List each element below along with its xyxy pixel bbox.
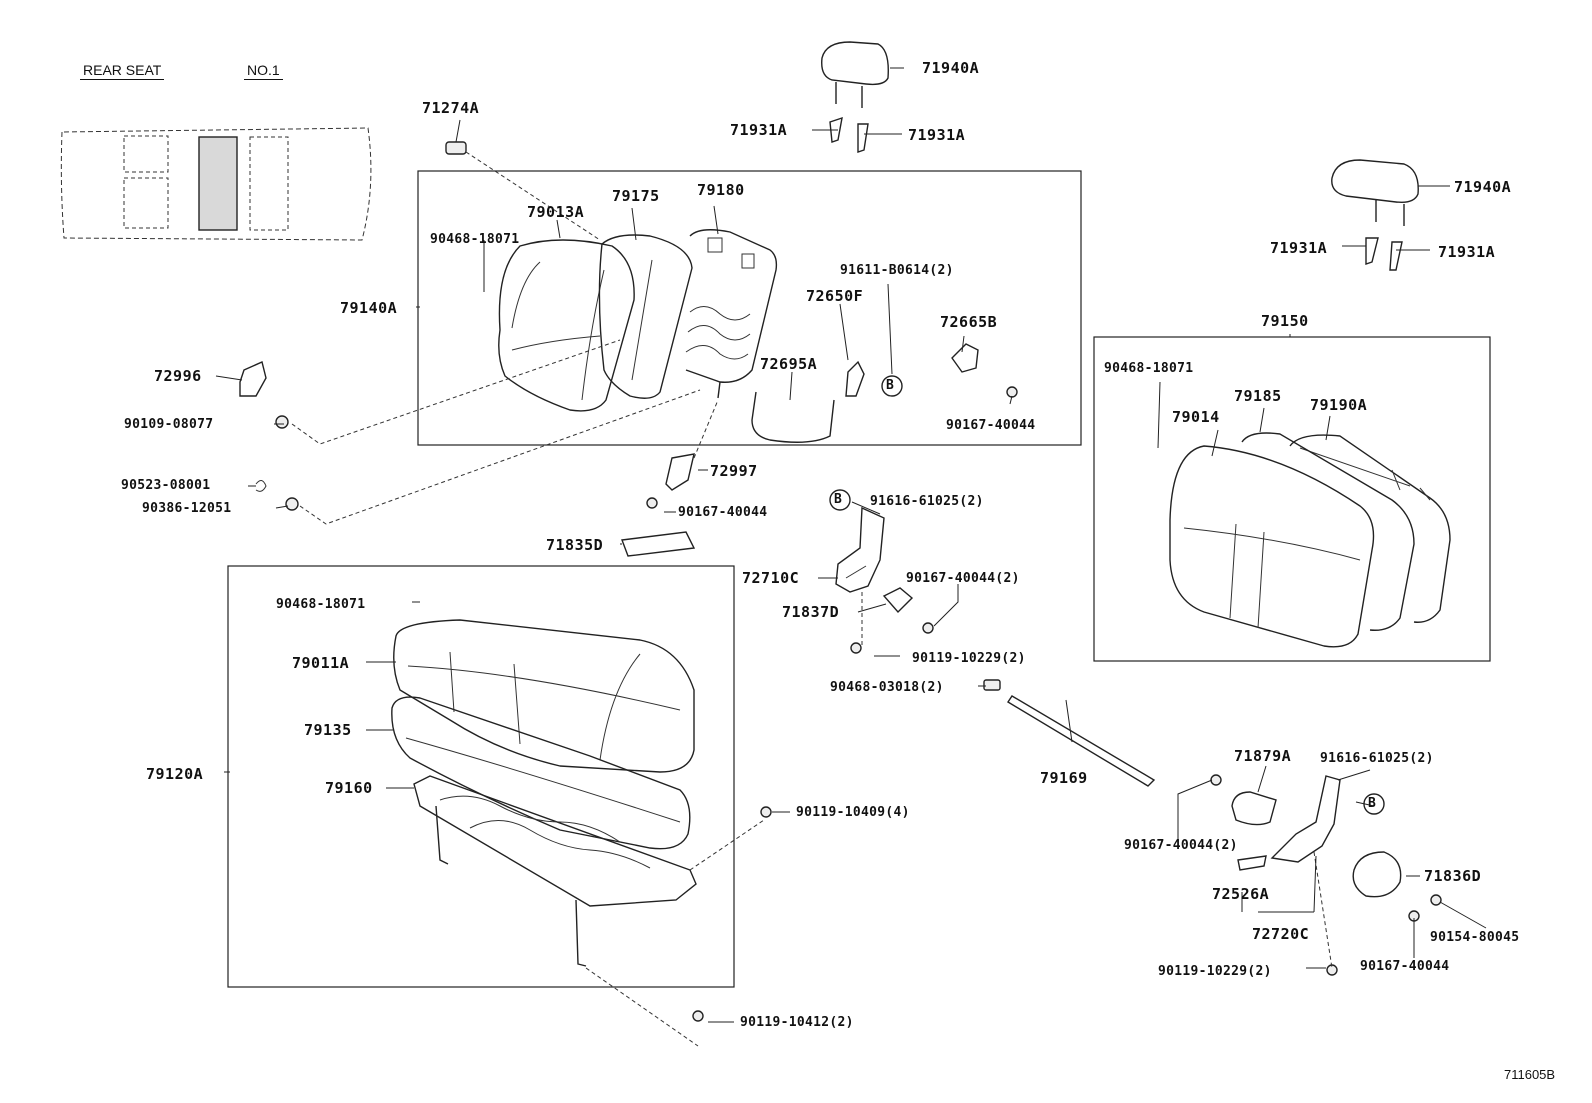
clip-90468-03018 bbox=[983, 679, 1001, 691]
part-label: 79013A bbox=[527, 203, 585, 221]
part-label: 90386-12051 bbox=[142, 501, 232, 516]
b-marker-text: B bbox=[886, 378, 895, 393]
bracket-71837d bbox=[882, 587, 914, 614]
part-label: 90468-18071 bbox=[276, 597, 366, 612]
part-label: 79180 bbox=[697, 181, 745, 199]
cable-72695a bbox=[751, 391, 835, 443]
bolt-icon bbox=[760, 806, 772, 818]
cover-72997 bbox=[665, 453, 695, 491]
header-no1: NO.1 bbox=[244, 62, 283, 80]
part-label: 91616-61025(2) bbox=[870, 494, 984, 509]
illustration-code: 711605B bbox=[1504, 1067, 1556, 1082]
bolt-icon bbox=[850, 642, 862, 654]
part-label: 90119-10412(2) bbox=[740, 1015, 854, 1030]
b-marker-text: B bbox=[1368, 796, 1377, 811]
latch-72665b bbox=[951, 343, 979, 373]
part-label: 72695A bbox=[760, 355, 818, 373]
bracket-72650f bbox=[845, 360, 865, 397]
bolt-icon bbox=[1430, 894, 1442, 906]
part-label: 90119-10409(4) bbox=[796, 805, 910, 820]
bracket-72996 bbox=[239, 361, 267, 397]
part-label: 90523-08001 bbox=[121, 478, 211, 493]
seatback-cover-79013a bbox=[498, 239, 635, 412]
circle-b-marker bbox=[1363, 793, 1385, 815]
part-label: 71940A bbox=[922, 59, 980, 77]
part-label: 91616-61025(2) bbox=[1320, 751, 1434, 766]
part-label: 79185 bbox=[1234, 387, 1282, 405]
part-label: 91611-B0614(2) bbox=[840, 263, 954, 278]
part-label: 71837D bbox=[782, 603, 840, 621]
part-label: 79011A bbox=[292, 654, 350, 672]
part-label: 72710C bbox=[742, 569, 800, 587]
part-label: 79150 bbox=[1261, 312, 1309, 330]
header-rear-seat: REAR SEAT bbox=[80, 62, 165, 80]
part-label: 90167-40044 bbox=[946, 418, 1036, 433]
part-label: 90167-40044(2) bbox=[1124, 838, 1238, 853]
part-label: 79014 bbox=[1172, 408, 1220, 426]
cover-71835d bbox=[621, 531, 696, 557]
part-label: 71931A bbox=[1270, 239, 1328, 257]
part-label: 79140A bbox=[340, 299, 398, 317]
part-label: 79160 bbox=[325, 779, 373, 797]
headrest-71940a-upper bbox=[821, 41, 889, 153]
part-label: 72665B bbox=[940, 313, 998, 331]
seatback-frame-79180 bbox=[685, 229, 778, 399]
part-label: 72997 bbox=[710, 462, 758, 480]
seat-locator-map bbox=[60, 127, 372, 241]
part-label: 90468-03018(2) bbox=[830, 680, 944, 695]
part-label: 71931A bbox=[1438, 243, 1496, 261]
part-label: 71931A bbox=[908, 126, 966, 144]
part-label: 71940A bbox=[1454, 178, 1512, 196]
screw-icon bbox=[646, 497, 658, 509]
part-label: 90167-40044(2) bbox=[906, 571, 1020, 586]
screw-icon bbox=[1210, 774, 1222, 786]
part-label: 79120A bbox=[146, 765, 204, 783]
box-79140a bbox=[417, 170, 1082, 446]
part-label: 72526A bbox=[1212, 885, 1270, 903]
box-79120a bbox=[227, 565, 735, 988]
seatback-pad-79175 bbox=[598, 234, 693, 399]
bolt-icon bbox=[275, 415, 289, 429]
part-label: 90167-40044 bbox=[678, 505, 768, 520]
part-label: 90119-10229(2) bbox=[1158, 964, 1272, 979]
part-label: 79190A bbox=[1310, 396, 1368, 414]
clip-icon bbox=[255, 480, 267, 492]
part-label: 71836D bbox=[1424, 867, 1482, 885]
part-label: 71274A bbox=[422, 99, 480, 117]
part-label: 71835D bbox=[546, 536, 604, 554]
screw-icon bbox=[922, 622, 934, 634]
bolt-icon bbox=[1006, 386, 1018, 398]
part-label: 90154-80045 bbox=[1430, 930, 1520, 945]
seat-cushion-assembly bbox=[391, 619, 772, 1047]
b-marker-text: B bbox=[834, 492, 843, 507]
part-label: 71931A bbox=[730, 121, 788, 139]
part-label: 72650F bbox=[806, 287, 864, 305]
seatback-79150-assembly bbox=[1169, 432, 1451, 648]
part-label: 90468-18071 bbox=[430, 232, 520, 247]
headrest-71940a-right bbox=[1331, 159, 1419, 271]
part-label: 79135 bbox=[304, 721, 352, 739]
part-label: 90468-18071 bbox=[1104, 361, 1194, 376]
part-label: 72996 bbox=[154, 367, 202, 385]
clip-71274a bbox=[445, 141, 467, 155]
circle-b-marker bbox=[829, 489, 851, 511]
hinge-72720c bbox=[1210, 774, 1442, 976]
nut-icon bbox=[285, 497, 299, 511]
part-label: 90167-40044 bbox=[1360, 959, 1450, 974]
part-label: 90109-08077 bbox=[124, 417, 214, 432]
part-label: 79175 bbox=[612, 187, 660, 205]
part-label: 71879A bbox=[1234, 747, 1292, 765]
part-label: 90119-10229(2) bbox=[912, 651, 1026, 666]
hinge-72710c bbox=[835, 506, 885, 593]
box-79150 bbox=[1093, 336, 1491, 662]
rod-79169 bbox=[1007, 695, 1156, 787]
bolt-icon bbox=[692, 1010, 704, 1022]
part-label: 79169 bbox=[1040, 769, 1088, 787]
circle-b-marker bbox=[881, 375, 903, 397]
part-label: 72720C bbox=[1252, 925, 1310, 943]
